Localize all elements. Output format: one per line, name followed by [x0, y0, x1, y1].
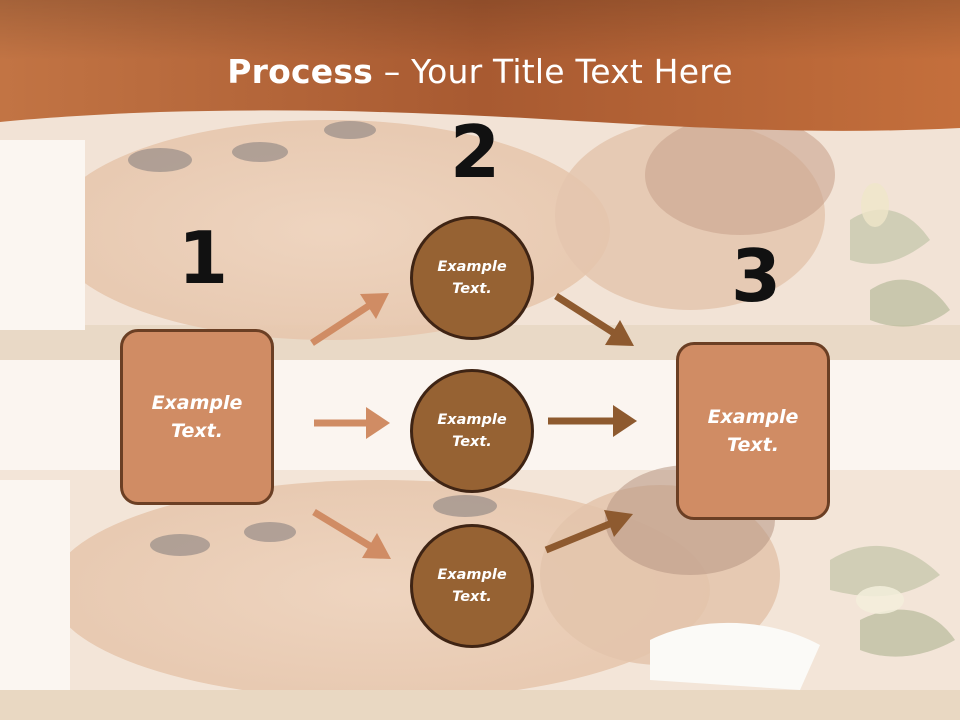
arrow-bottom-to-right	[544, 510, 633, 554]
arrow-middle-to-right	[548, 405, 637, 437]
middle-process-circle[interactable]: Example Text.	[410, 369, 534, 493]
page-title: Process – Your Title Text Here	[0, 52, 960, 91]
top-circle-line2: Text.	[452, 281, 492, 297]
bottom-circle-line1: Example	[437, 566, 507, 583]
arrow-left-to-top	[310, 293, 389, 346]
title-bold: Process	[227, 52, 374, 91]
left-box-line2: Text.	[171, 420, 223, 442]
step-number-3: 3	[731, 234, 782, 318]
arrow-left-to-bottom	[312, 509, 391, 559]
step-number-1: 1	[178, 216, 229, 300]
left-box-line1: Example	[151, 391, 243, 414]
step-number-2: 2	[450, 110, 501, 194]
title-rest: – Your Title Text Here	[373, 52, 733, 91]
top-circle-line1: Example	[437, 258, 507, 275]
middle-circle-line1: Example	[437, 411, 507, 428]
right-process-box[interactable]: Example Text.	[676, 342, 830, 520]
left-process-box[interactable]: Example Text.	[120, 329, 274, 505]
right-box-line1: Example	[707, 405, 799, 428]
middle-circle-line2: Text.	[452, 434, 492, 450]
bottom-process-circle[interactable]: Example Text.	[410, 524, 534, 648]
arrow-top-to-right	[554, 293, 634, 346]
top-process-circle[interactable]: Example Text.	[410, 216, 534, 340]
right-box-line2: Text.	[727, 434, 779, 456]
bottom-circle-line2: Text.	[452, 589, 492, 605]
arrow-left-to-middle	[314, 407, 390, 439]
